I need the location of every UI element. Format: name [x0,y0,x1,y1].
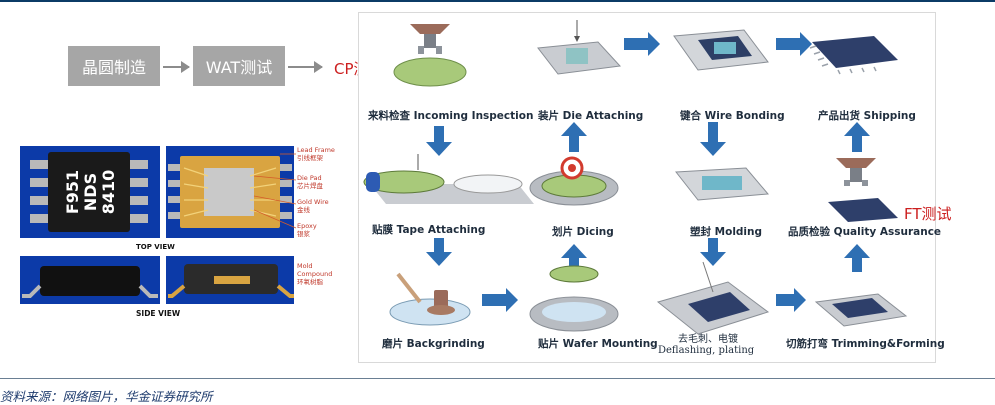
arrow-wire-to-ship [776,32,812,56]
tag-mold: Mold [297,262,313,270]
deflashing-image [656,261,770,335]
wafer-mounting-image [529,265,619,332]
chip-photos: F951 NDS 8410 TOP VIEW SIDE VIEW Lead Fr… [20,146,335,318]
label-qa: 品质检验 Quality Assurance [788,226,942,238]
arrow-incoming-to-tape [426,126,452,156]
top-view-label: TOP VIEW [136,243,175,251]
flow-arrow-1 [163,61,190,73]
label-tape-attaching: 贴膜 Tape Attaching [372,224,486,236]
trimming-image [814,293,908,327]
label-backgrinding: 磨片 Backgrinding [382,338,485,350]
label-molding: 塑封 Molding [690,226,763,238]
arrow-die-to-wire [624,32,660,56]
arrow-grind-to-mount [482,288,518,312]
label-dicing: 划片 Dicing [552,226,614,238]
tape-attaching-image [363,154,534,204]
label-deflashing-cn: 去毛刺、电镀 [678,334,738,345]
dicing-image [529,156,619,206]
wat-test-box: WAT测试 [193,46,285,86]
qa-image [828,158,898,222]
die-attaching-image [537,20,622,75]
tag-lead-frame: Lead Frame [297,146,335,154]
chip-mark-line1: F951 [63,170,82,214]
arrow-dicing-to-die [561,122,587,152]
chip-mark-line2: NDS [81,173,100,211]
tag-gold-wire-cn: 金线 [297,205,311,214]
tag-lead-frame-cn: 引线框架 [297,153,324,162]
source-footnote: 资料来源：网络图片，华金证券研究所 [0,389,213,404]
flow-arrow-2 [288,61,323,73]
arrow-molding-to-deflash [700,238,726,266]
wafer-fab-box: 晶圆制造 [68,46,160,86]
tag-epoxy-cn: 银浆 [297,229,311,238]
bottom-rule [0,378,995,379]
ft-test-label: FT测试 [904,205,952,223]
tag-die-pad-cn: 芯片焊盘 [297,181,324,190]
backgrinding-image [389,272,471,326]
label-die-attaching: 装片 Die Attaching [538,110,644,122]
tag-compound: Compound [297,270,332,278]
wire-bonding-image [673,29,769,71]
arrow-tape-to-grind [426,238,452,266]
label-trimming: 切筋打弯 Trimming&Forming [786,338,945,350]
tag-epoxy: Epoxy [297,222,317,230]
tag-mold-cn: 环氧树脂 [297,277,324,286]
top-rule [0,0,995,2]
tag-gold-wire: Gold Wire [297,198,329,206]
label-shipping: 产品出货 Shipping [818,110,916,122]
label-wafer-mounting: 贴片 Wafer Mounting [538,338,658,350]
arrow-mount-to-dicing [561,244,587,272]
label-wire-bonding: 键合 Wire Bonding [680,110,785,122]
arrow-qa-to-shipping [844,122,870,152]
incoming-inspection-image [393,24,467,87]
process-diagram [363,20,908,335]
shipping-image [809,36,898,75]
arrow-trim-to-qa [844,244,870,272]
label-incoming: 来料检查 Incoming Inspection [368,110,534,122]
molding-image [675,167,770,201]
arrow-deflash-to-trim [776,288,806,312]
side-view-label: SIDE VIEW [136,309,181,318]
chip-mark-line3: 8410 [99,170,118,215]
label-deflashing-en: Deflashing, plating [658,345,755,356]
arrow-wire-to-molding [700,122,726,156]
tag-die-pad: Die Pad [297,174,322,182]
